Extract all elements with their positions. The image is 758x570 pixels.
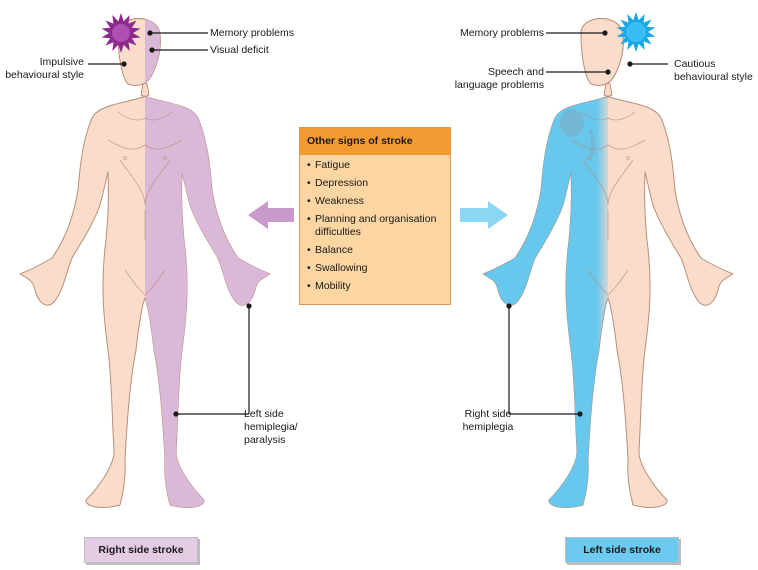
- caption-right-side-stroke: Right side stroke: [84, 537, 198, 563]
- list-item: Depression: [300, 177, 450, 190]
- arrow-left-icon: [248, 201, 294, 229]
- label-memory-problems-left-stroke: Memory problems: [459, 27, 544, 39]
- figure-left-side-stroke: [482, 12, 734, 508]
- label-left-side-hemiplegia: Left side hemiplegia/ paralysis: [244, 408, 298, 446]
- list-item: Swallowing: [300, 262, 450, 275]
- other-signs-box: Other signs of stroke Fatigue Depression…: [299, 127, 451, 305]
- label-speech-language-problems: Speech and language problems: [454, 66, 544, 91]
- list-item: Weakness: [300, 195, 450, 208]
- starburst-icon: [616, 12, 656, 52]
- label-visual-deficit: Visual deficit: [210, 44, 269, 56]
- label-impulsive-behavioural-style: Impulsive behavioural style: [5, 56, 84, 81]
- label-cautious-behavioural-style: Cautious behavioural style: [674, 58, 753, 83]
- other-signs-list: Fatigue Depression Weakness Planning and…: [300, 159, 450, 298]
- caption-left-side-stroke: Left side stroke: [565, 537, 679, 563]
- list-item: Mobility: [300, 280, 450, 293]
- list-item: Balance: [300, 244, 450, 257]
- list-item: Planning and organisation difficulties: [300, 213, 450, 239]
- figure-right-side-stroke: [19, 13, 271, 508]
- arrow-right-icon: [460, 201, 508, 229]
- label-right-side-hemiplegia: Right side hemiplegia: [462, 408, 514, 433]
- list-item: Fatigue: [300, 159, 450, 172]
- label-memory-problems-right-stroke: Memory problems: [210, 27, 295, 39]
- other-signs-title: Other signs of stroke: [300, 128, 450, 155]
- starburst-icon: [101, 13, 141, 53]
